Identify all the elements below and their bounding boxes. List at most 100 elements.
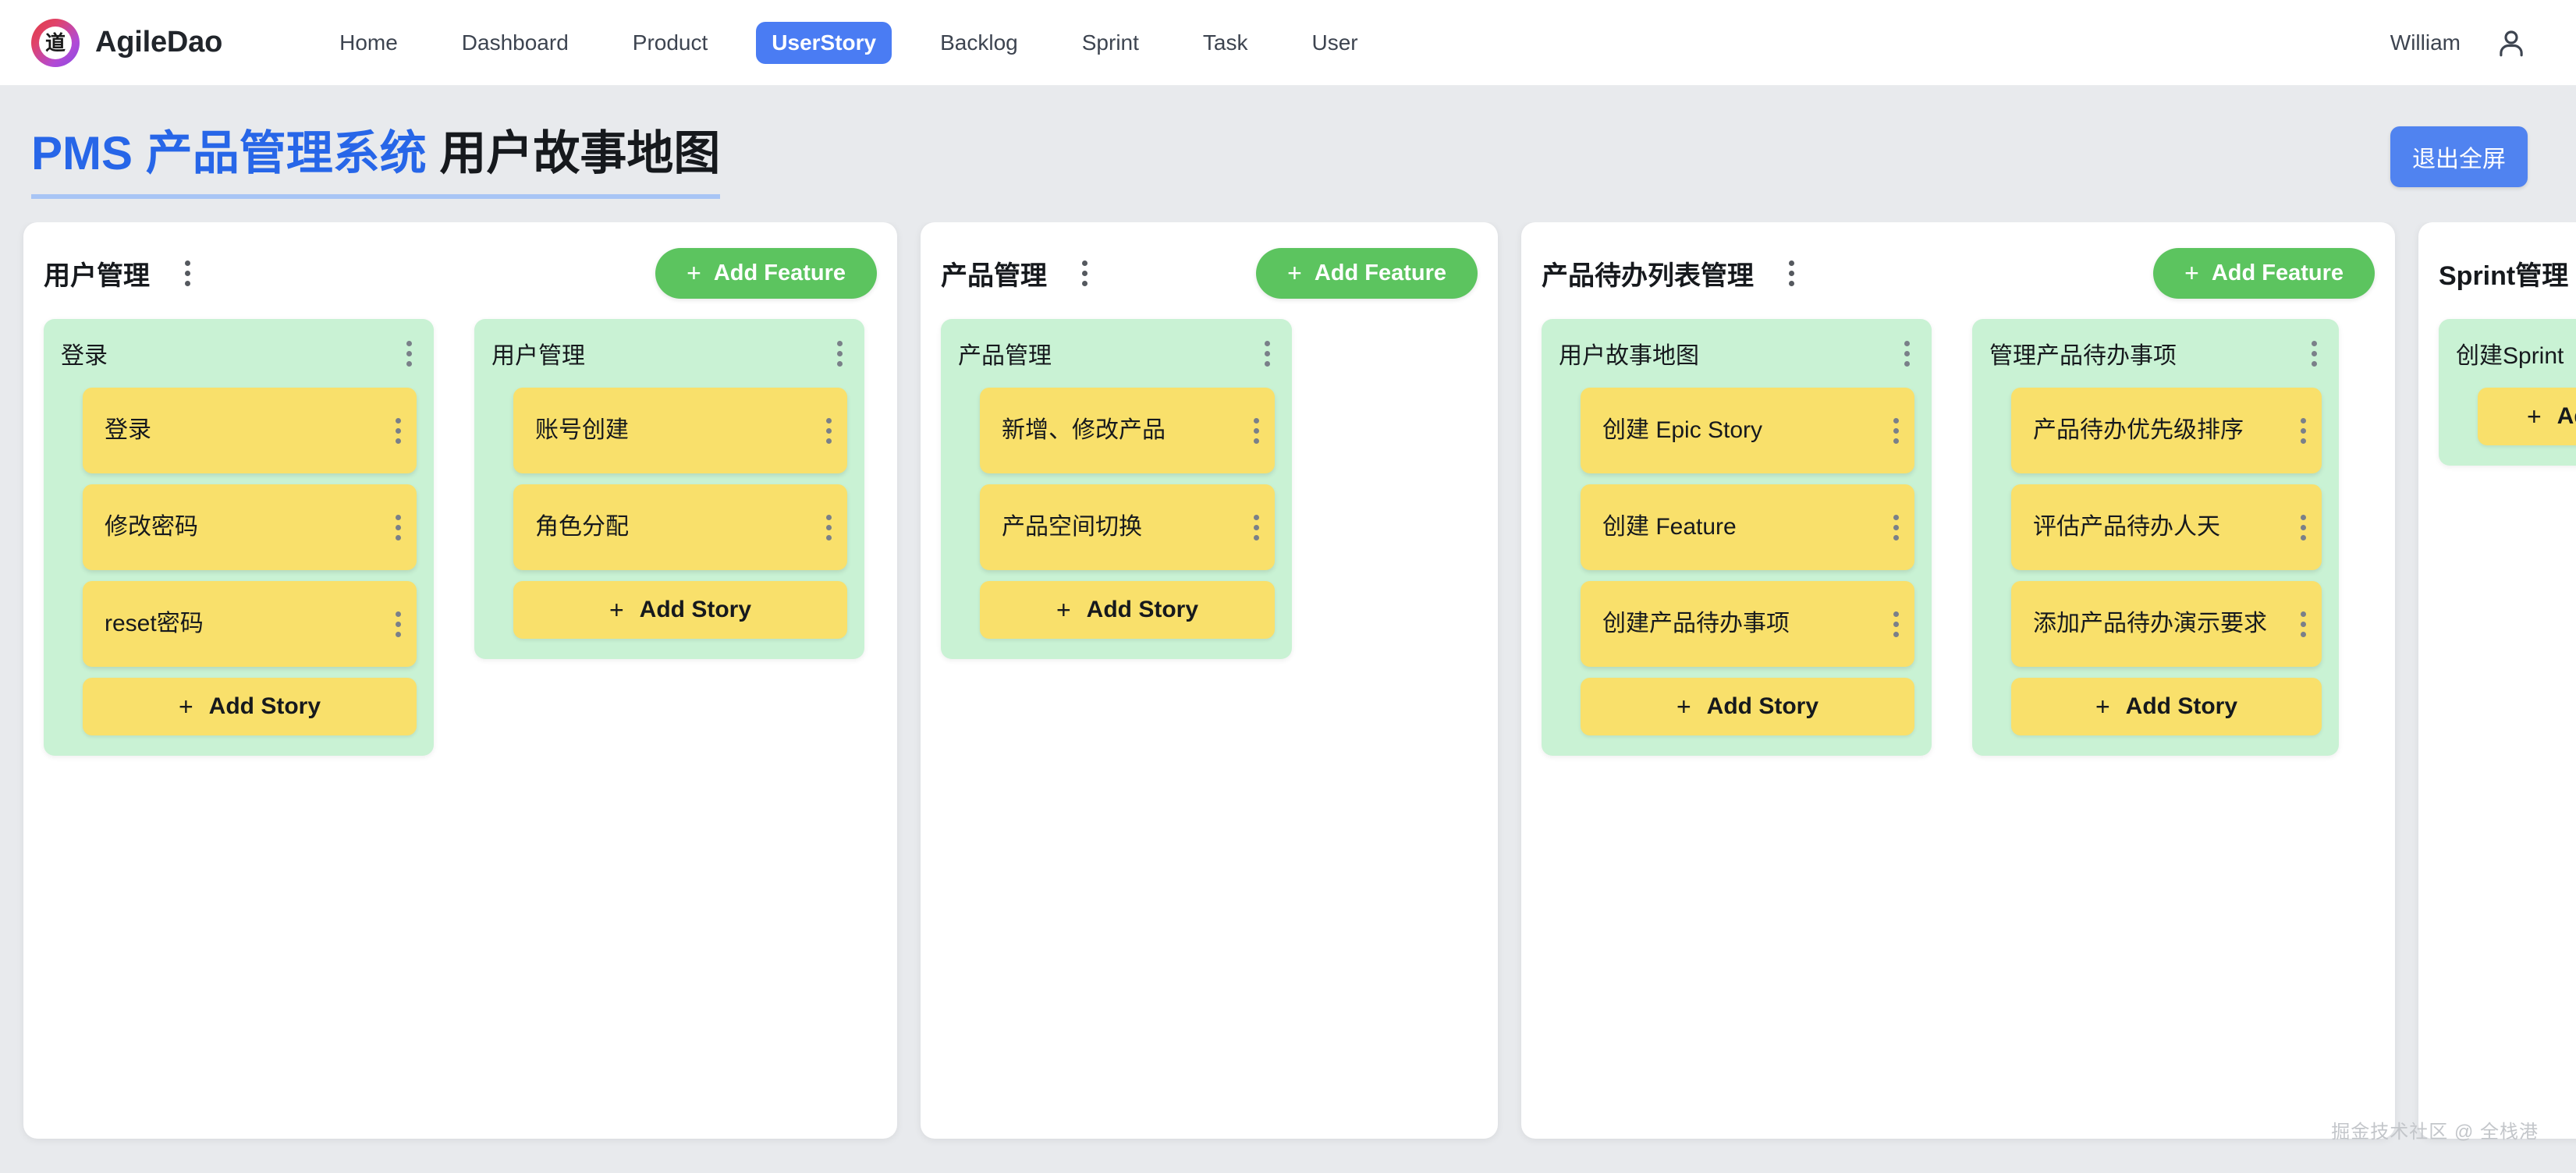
story-menu-icon[interactable] <box>821 415 836 447</box>
story-menu-icon[interactable] <box>2295 415 2311 447</box>
nav-link-user[interactable]: User <box>1311 30 1358 55</box>
plus-icon: + <box>687 259 701 287</box>
feature-header: 用户管理 <box>491 336 847 370</box>
story-card[interactable]: 创建 Epic Story <box>1581 388 1914 473</box>
story-card[interactable]: 登录 <box>83 388 417 473</box>
feature-card[interactable]: 用户故事地图创建 Epic Story 创建 Feature 创建产品待办事项 +Ad… <box>1542 319 1932 756</box>
story-menu-icon[interactable] <box>1248 415 1264 447</box>
feature-menu-icon[interactable] <box>1899 338 1914 370</box>
story-card[interactable]: 创建 Feature <box>1581 484 1914 570</box>
add-story-button[interactable]: +Add Story <box>2011 678 2322 735</box>
story-card[interactable]: 产品空间切换 <box>980 484 1275 570</box>
add-story-button[interactable]: +Add Story <box>1581 678 1914 735</box>
plus-icon: + <box>2526 402 2542 431</box>
add-story-label: Add Story <box>639 597 752 622</box>
plus-icon: + <box>609 596 624 624</box>
story-card[interactable]: 添加产品待办演示要求 <box>2011 581 2322 667</box>
feature-card[interactable]: 创建Sprint + Add Story <box>2439 319 2576 466</box>
add-feature-button[interactable]: +Add Feature <box>1256 247 1478 299</box>
story-menu-icon[interactable] <box>390 608 406 640</box>
add-story-button[interactable]: + Add Story <box>2478 388 2576 445</box>
story-menu-icon[interactable] <box>1888 512 1904 544</box>
main-nav: Home Dashboard Product UserStory Backlog Spri… <box>324 21 1374 64</box>
navbar-right: William <box>2390 27 2528 59</box>
nav-link-product[interactable]: Product <box>632 30 708 55</box>
nav-link-backlog[interactable]: Backlog <box>940 30 1018 55</box>
add-feature-button[interactable]: + Add Feature <box>2153 247 2375 299</box>
nav-link-userstory[interactable]: UserStory <box>756 21 892 64</box>
story-menu-icon[interactable] <box>2295 608 2311 640</box>
page-title-accent: PMS 产品管理系统 <box>31 127 427 179</box>
story-card[interactable]: 产品待办优先级排序 <box>2011 388 2322 473</box>
story-menu-icon[interactable] <box>390 415 406 447</box>
feature-row: 用户故事地图创建 Epic Story 创建 Feature 创建产品待办事项 +Ad… <box>1542 319 2375 756</box>
story-card[interactable]: 角色分配 <box>513 484 847 570</box>
epic-column: Sprint管理+Add Feature 创建Sprint + Add Story <box>2418 222 2576 1139</box>
epic-menu-icon[interactable] <box>179 257 195 289</box>
feature-header: 登录 <box>61 336 417 370</box>
story-menu-icon[interactable] <box>390 512 406 544</box>
page-title-rest: 用户故事地图 <box>426 127 721 179</box>
nav-link-task[interactable]: Task <box>1202 30 1248 55</box>
add-feature-label: Add Feature <box>2211 260 2344 285</box>
feature-card[interactable]: 管理产品待办事项产品待办优先级排序评估产品待办人天添加产品待办演示要求+Add … <box>1972 319 2339 756</box>
brand-name: AgileDao <box>95 26 223 58</box>
story-menu-icon[interactable] <box>1248 512 1264 544</box>
feature-card[interactable]: 产品管理新增、修改产品产品空间切换+Add Story <box>941 319 1292 659</box>
story-card[interactable]: 新增、修改产品 <box>980 388 1275 473</box>
add-story-button[interactable]: + Add Story <box>513 581 847 639</box>
story-list: 产品待办优先级排序评估产品待办人天添加产品待办演示要求 +Add Story <box>1989 388 2322 735</box>
feature-title: 创建Sprint <box>2456 343 2564 369</box>
user-name: William <box>2390 30 2461 55</box>
story-menu-icon[interactable] <box>1888 608 1904 640</box>
story-title: reset密码 <box>105 610 204 636</box>
story-card[interactable]: 创建产品待办事项 <box>1581 581 1914 667</box>
feature-menu-icon[interactable] <box>1259 338 1275 370</box>
story-menu-icon[interactable] <box>821 512 836 544</box>
top-navbar: 道 AgileDao Home Dashboard Product UserStory… <box>0 0 2576 86</box>
story-title: 新增、修改产品 <box>1002 416 1166 443</box>
story-title: 创建 Epic Story <box>1602 416 1763 443</box>
story-menu-icon[interactable] <box>1888 415 1904 447</box>
plus-icon: + <box>2184 259 2199 287</box>
story-title: 创建 Feature <box>1602 513 1737 540</box>
story-title: 创建产品待办事项 <box>1602 610 1790 636</box>
plus-icon: + <box>2095 693 2110 721</box>
brand-logo[interactable]: 道 AgileDao <box>31 18 223 67</box>
user-account-icon[interactable] <box>2495 27 2528 59</box>
story-title: 修改密码 <box>105 513 198 540</box>
epic-column: 产品待办列表管理 + Add Feature 用户故事地图创建 Epic Story 创… <box>1521 222 2395 1139</box>
feature-menu-icon[interactable] <box>2306 338 2322 370</box>
add-story-label: Add Story <box>2556 403 2576 429</box>
story-card[interactable]: 修改密码 <box>83 484 417 570</box>
story-card[interactable]: reset密码 <box>83 581 417 667</box>
epic-header: Sprint管理+Add Feature <box>2439 246 2576 300</box>
epic-header: 用户管理 +Add Feature <box>44 246 877 300</box>
add-story-label: Add Story <box>208 693 321 719</box>
epic-title: 产品管理 <box>941 260 1047 291</box>
story-menu-icon[interactable] <box>2295 512 2311 544</box>
story-title: 评估产品待办人天 <box>2033 513 2220 540</box>
exit-fullscreen-button[interactable]: 退出全屏 <box>2390 126 2528 187</box>
feature-menu-icon[interactable] <box>832 338 847 370</box>
epic-title: 用户管理 <box>44 260 150 291</box>
nav-link-sprint[interactable]: Sprint <box>1081 30 1139 55</box>
feature-header: 用户故事地图 <box>1559 336 1914 370</box>
epic-menu-icon[interactable] <box>1077 257 1092 289</box>
nav-link-home[interactable]: Home <box>339 30 398 55</box>
story-card[interactable]: 评估产品待办人天 <box>2011 484 2322 570</box>
nav-link-dashboard[interactable]: Dashboard <box>461 30 569 55</box>
feature-menu-icon[interactable] <box>401 338 417 370</box>
add-feature-button[interactable]: +Add Feature <box>655 247 877 299</box>
add-story-button[interactable]: +Add Story <box>980 581 1275 639</box>
story-title: 账号创建 <box>535 416 629 443</box>
plus-icon: + <box>1287 259 1302 287</box>
epic-title: 产品待办列表管理 <box>1542 260 1754 291</box>
add-story-button[interactable]: +Add Story <box>83 678 417 735</box>
feature-card[interactable]: 用户管理账号创建角色分配 + Add Story <box>474 319 864 659</box>
epic-menu-icon[interactable] <box>1783 257 1799 289</box>
story-card[interactable]: 账号创建 <box>513 388 847 473</box>
